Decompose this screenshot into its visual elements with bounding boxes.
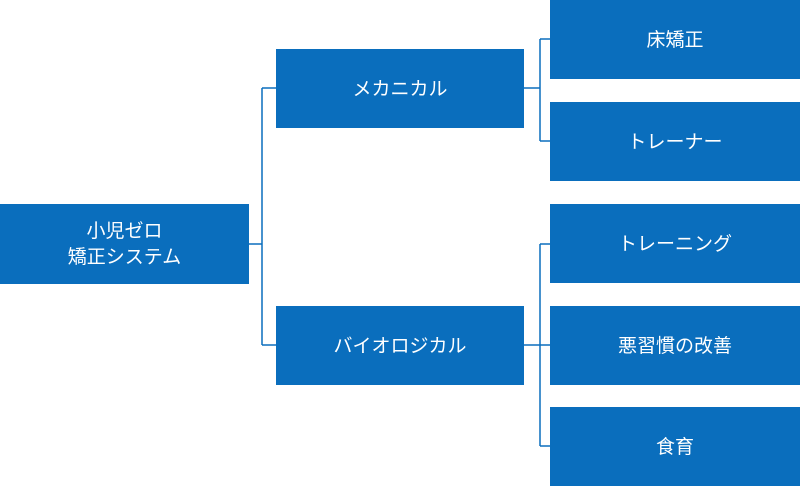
leaf-trainer-label: トレーナー [627,130,723,153]
leaf-training: トレーニング [550,204,800,283]
branch-mechanical: メカニカル [276,49,524,128]
leaf-floor-appliance-label: 床矯正 [646,28,704,51]
root-node: 小児ゼロ 矯正システム [0,204,249,284]
leaf-trainer: トレーナー [550,102,800,181]
branch-biological: バイオロジカル [276,306,524,385]
leaf-food-education: 食育 [550,407,800,486]
root-label-line2: 矯正システム [67,246,182,268]
leaf-floor-appliance: 床矯正 [550,0,800,79]
root-label-line1: 小児ゼロ [86,220,163,242]
leaf-bad-habits-label: 悪習慣の改善 [617,334,732,357]
leaf-bad-habits: 悪習慣の改善 [550,306,800,385]
branch-biological-label: バイオロジカル [333,334,467,357]
branch-mechanical-label: メカニカル [352,77,448,100]
leaf-food-education-label: 食育 [655,435,694,458]
leaf-training-label: トレーニング [617,232,732,255]
